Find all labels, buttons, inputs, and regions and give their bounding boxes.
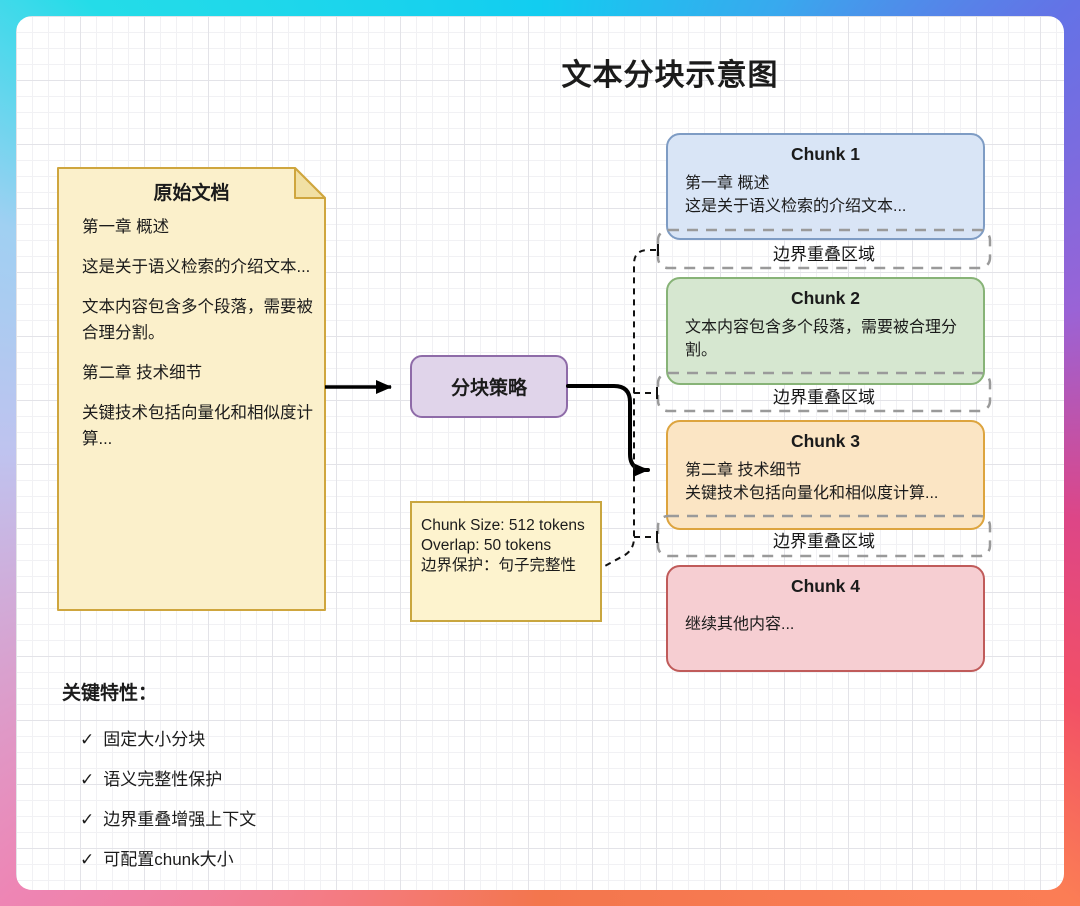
- overlap-region-1-label: 边界重叠区域: [773, 245, 875, 264]
- chunk-3-body: 第二章 技术细节 关键技术包括向量化和相似度计算...: [685, 459, 967, 505]
- feature-label: 边界重叠增强上下文: [103, 810, 257, 829]
- overlap-region-2-label: 边界重叠区域: [773, 388, 875, 407]
- chunk-2-body: 文本内容包含多个段落，需要被合理分割。: [685, 316, 967, 362]
- chunk-1-body: 第一章 概述 这是关于语义检索的介绍文本...: [685, 172, 967, 218]
- chunk-1-title: Chunk 1: [790, 144, 861, 164]
- chunk-1-line: 第一章 概述: [685, 175, 770, 192]
- check-icon: ✓: [80, 850, 95, 869]
- feature-item: ✓ 固定大小分块: [80, 725, 205, 750]
- key-features-heading: 关键特性：: [62, 683, 158, 704]
- chunk-2-title: Chunk 2: [790, 288, 861, 308]
- feature-item: ✓ 边界重叠增强上下文: [80, 805, 256, 830]
- chunk-1-line: 这是关于语义检索的介绍文本...: [685, 198, 907, 215]
- feature-label: 语义完整性保护: [103, 770, 223, 789]
- check-icon: ✓: [80, 770, 95, 789]
- note-line-overlap: Overlap: 50 tokens: [421, 537, 552, 554]
- chunk-3-line: 关键技术包括向量化和相似度计算...: [685, 485, 939, 502]
- document-paragraph: 关键技术包括向量化和相似度计算...: [82, 404, 313, 448]
- arrow-strategy-to-chunks: [566, 384, 650, 477]
- chunk-2-node: Chunk 2 文本内容包含多个段落，需要被合理分割。: [666, 277, 985, 385]
- document-paragraph: 第二章 技术细节: [82, 364, 203, 382]
- chunking-strategy-label: 分块策略: [450, 378, 527, 399]
- chunk-4-title: Chunk 4: [790, 576, 861, 596]
- feature-item: ✓ 可配置chunk大小: [80, 845, 234, 870]
- original-document-node: 原始文档 第一章 概述 这是关于语义检索的介绍文本... 文本内容包含多个段落，…: [58, 168, 325, 610]
- document-paragraph: 这是关于语义检索的介绍文本...: [82, 258, 311, 276]
- document-body: 第一章 概述 这是关于语义检索的介绍文本... 文本内容包含多个段落，需要被合理…: [82, 214, 314, 466]
- check-icon: ✓: [80, 730, 95, 749]
- chunking-strategy-node: 分块策略: [410, 355, 568, 418]
- chunk-2-line: 文本内容包含多个段落，需要被合理分割。: [685, 319, 958, 359]
- document-paragraph: 第一章 概述: [82, 218, 170, 236]
- overlap-region-3-label: 边界重叠区域: [773, 532, 875, 551]
- dashed-link-main: [602, 249, 656, 568]
- chunk-1-node: Chunk 1 第一章 概述 这是关于语义检索的介绍文本...: [666, 133, 985, 240]
- page-title: 文本分块示意图: [561, 59, 779, 92]
- chunk-4-line: 继续其他内容...: [685, 616, 795, 633]
- chunk-3-node: Chunk 3 第二章 技术细节 关键技术包括向量化和相似度计算...: [666, 420, 985, 530]
- feature-label: 固定大小分块: [103, 730, 206, 749]
- chunk-3-title: Chunk 3: [790, 431, 861, 451]
- check-icon: ✓: [80, 810, 95, 829]
- feature-label: 可配置chunk大小: [103, 850, 234, 869]
- document-title: 原始文档: [153, 183, 230, 204]
- parameters-note: Chunk Size: 512 tokens Overlap: 50 token…: [410, 501, 602, 622]
- note-line-boundary: 边界保护：句子完整性: [421, 557, 577, 574]
- chunk-4-body: 继续其他内容...: [685, 613, 967, 636]
- chunk-3-line: 第二章 技术细节: [685, 462, 802, 479]
- note-line-chunk-size: Chunk Size: 512 tokens: [421, 517, 585, 534]
- document-paragraph: 文本内容包含多个段落，需要被合理分割。: [82, 298, 313, 342]
- feature-item: ✓ 语义完整性保护: [80, 765, 222, 790]
- chunk-4-node: Chunk 4 继续其他内容...: [666, 565, 985, 672]
